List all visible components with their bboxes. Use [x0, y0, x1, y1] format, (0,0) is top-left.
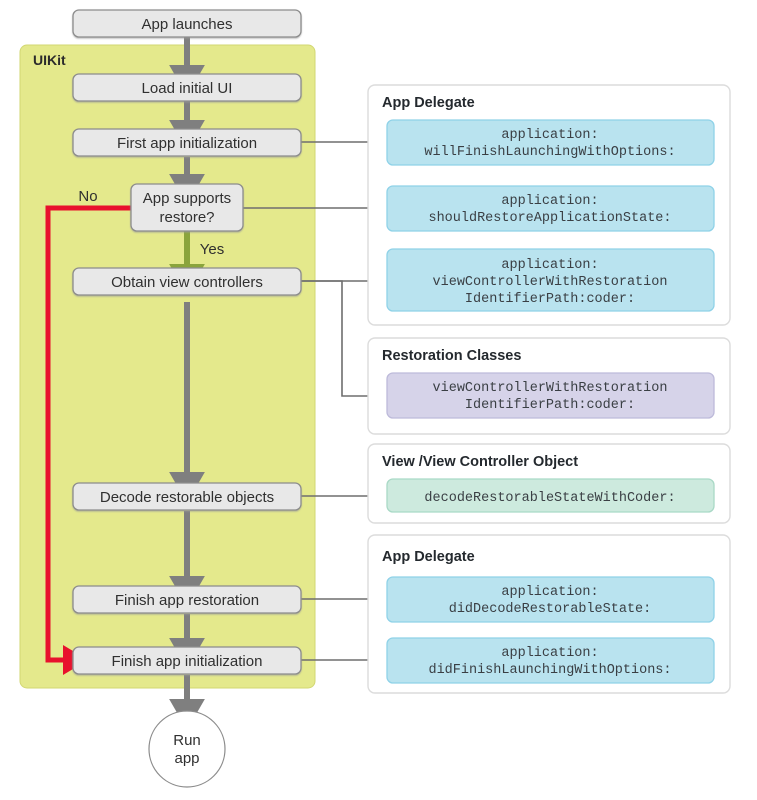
- api-should-restore-application-state-box[interactable]: [386, 185, 715, 232]
- panel-restoration-classes: Restoration Classes viewControllerWithRe…: [367, 337, 731, 435]
- node-obtain-view-controllers-box[interactable]: [72, 267, 302, 296]
- node-load-initial-ui-box[interactable]: [72, 73, 302, 102]
- node-decode-restorable-objects-box[interactable]: [72, 482, 302, 511]
- node-load-initial-ui[interactable]: Load initial UI: [72, 73, 302, 102]
- panel-restoration-classes-title: Restoration Classes: [382, 348, 521, 364]
- node-app-supports-restore-label-line1: App supports: [143, 190, 231, 207]
- node-app-launches[interactable]: App launches: [72, 9, 302, 38]
- api-should-restore-application-state[interactable]: application: shouldRestoreApplicationSta…: [386, 185, 715, 232]
- api-did-finish-launching[interactable]: application: didFinishLaunchingWithOptio…: [386, 637, 715, 684]
- arrow-no-branch: [45, 205, 131, 675]
- node-app-launches-label: App launches: [142, 16, 233, 33]
- api-view-controller-with-restoration-delegate-line-2: viewControllerWithRestoration: [433, 275, 668, 290]
- node-decode-restorable-objects-label: Decode restorable objects: [100, 489, 274, 506]
- node-app-supports-restore[interactable]: App supports restore?: [130, 183, 244, 232]
- api-decode-restorable-state-with-coder-line-1: decodeRestorableStateWithCoder:: [424, 491, 675, 506]
- node-finish-app-initialization-box[interactable]: [72, 646, 302, 675]
- node-finish-app-restoration[interactable]: Finish app restoration: [72, 585, 302, 614]
- branch-label-no: No: [78, 188, 97, 205]
- panel-app-delegate-bottom-title: App Delegate: [382, 549, 475, 565]
- node-finish-app-initialization[interactable]: Finish app initialization: [72, 646, 302, 675]
- api-did-decode-restorable-state-box[interactable]: [386, 576, 715, 623]
- node-finish-app-restoration-box[interactable]: [72, 585, 302, 614]
- api-did-finish-launching-line-2: didFinishLaunchingWithOptions:: [428, 663, 671, 678]
- node-load-initial-ui-label: Load initial UI: [142, 80, 233, 97]
- node-decode-restorable-objects[interactable]: Decode restorable objects: [72, 482, 302, 511]
- node-first-app-initialization[interactable]: First app initialization: [72, 128, 302, 157]
- api-view-controller-with-restoration-class-box[interactable]: [386, 372, 715, 419]
- node-first-app-initialization-box[interactable]: [72, 128, 302, 157]
- node-obtain-view-controllers[interactable]: Obtain view controllers: [72, 267, 302, 296]
- api-did-finish-launching-line-1: application:: [501, 646, 598, 661]
- api-will-finish-launching-line-1: application:: [501, 128, 598, 143]
- api-view-controller-with-restoration-delegate-box[interactable]: [386, 248, 715, 312]
- branch-label-yes: Yes: [200, 241, 224, 258]
- panel-app-delegate-bottom: App Delegate application: didDecodeResto…: [367, 534, 731, 694]
- uikit-group-label: UIKit: [33, 52, 66, 68]
- api-decode-restorable-state-with-coder-box[interactable]: [386, 478, 715, 513]
- node-app-supports-restore-box[interactable]: [130, 183, 244, 232]
- api-view-controller-with-restoration-delegate[interactable]: application: viewControllerWithRestorati…: [386, 248, 715, 312]
- panel-app-delegate-top-title: App Delegate: [382, 95, 475, 111]
- api-decode-restorable-state-with-coder[interactable]: decodeRestorableStateWithCoder:: [386, 478, 715, 513]
- node-run-app[interactable]: Run app: [148, 710, 226, 788]
- api-will-finish-launching-line-2: willFinishLaunchingWithOptions:: [424, 145, 675, 160]
- node-run-app-label-line2: app: [174, 750, 199, 767]
- node-finish-app-initialization-label: Finish app initialization: [112, 653, 263, 670]
- api-did-decode-restorable-state-line-2: didDecodeRestorableState:: [449, 602, 652, 617]
- connector-obtainvc-to-restoration-class: [301, 280, 383, 396]
- node-finish-app-restoration-label: Finish app restoration: [115, 592, 259, 609]
- node-first-app-initialization-label: First app initialization: [117, 135, 257, 152]
- api-view-controller-with-restoration-class-line-1: viewControllerWithRestoration: [433, 381, 668, 396]
- node-run-app-circle[interactable]: [148, 710, 226, 788]
- api-should-restore-application-state-line-1: application:: [501, 194, 598, 209]
- api-view-controller-with-restoration-class-line-2: IdentifierPath:coder:: [465, 398, 635, 413]
- api-did-decode-restorable-state[interactable]: application: didDecodeRestorableState:: [386, 576, 715, 623]
- panel-app-delegate-top: App Delegate application: willFinishLaun…: [367, 84, 731, 326]
- api-will-finish-launching-box[interactable]: [386, 119, 715, 166]
- api-view-controller-with-restoration-delegate-line-1: application:: [501, 258, 598, 273]
- node-obtain-view-controllers-label: Obtain view controllers: [111, 274, 263, 291]
- api-did-finish-launching-box[interactable]: [386, 637, 715, 684]
- panel-view-view-controller-object: View /View Controller Object decodeResto…: [367, 443, 731, 524]
- api-will-finish-launching[interactable]: application: willFinishLaunchingWithOpti…: [386, 119, 715, 166]
- api-view-controller-with-restoration-delegate-line-3: IdentifierPath:coder:: [465, 292, 635, 307]
- panel-view-view-controller-object-title: View /View Controller Object: [382, 454, 578, 470]
- api-should-restore-application-state-line-2: shouldRestoreApplicationState:: [428, 211, 671, 226]
- node-app-launches-box[interactable]: [72, 9, 302, 38]
- node-run-app-label-line1: Run: [173, 732, 201, 749]
- node-app-supports-restore-label-line2: restore?: [159, 209, 214, 226]
- api-did-decode-restorable-state-line-1: application:: [501, 585, 598, 600]
- api-view-controller-with-restoration-class[interactable]: viewControllerWithRestoration Identifier…: [386, 372, 715, 419]
